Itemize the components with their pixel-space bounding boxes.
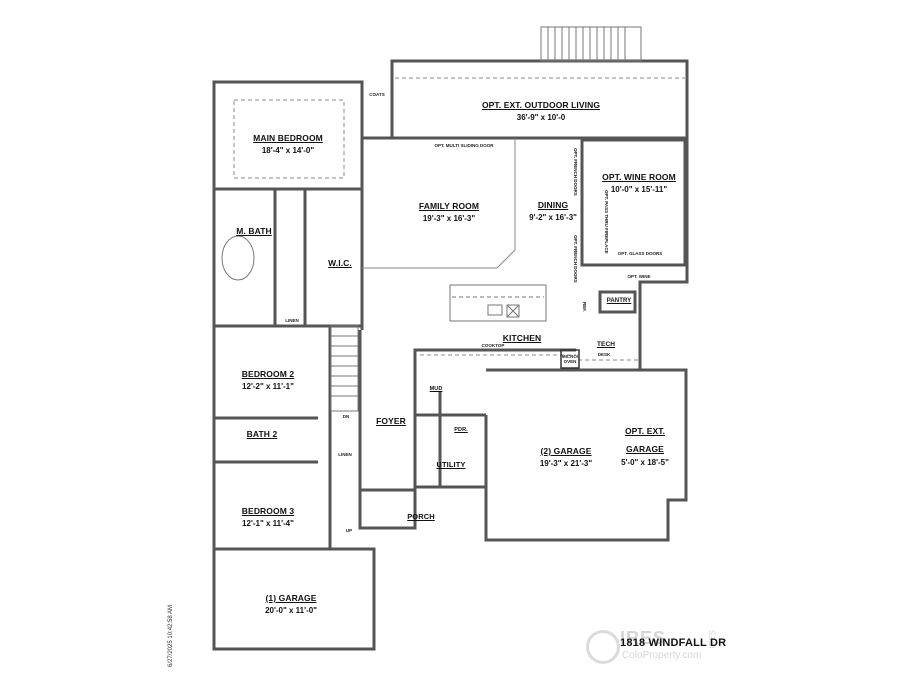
note-glass-doors: OPT. GLASS DOORS xyxy=(617,251,663,256)
room-tech: TECH xyxy=(597,333,615,351)
room-name: OPT. EXT. GARAGE xyxy=(624,426,666,455)
note-linen-hall: LINEN xyxy=(338,452,352,457)
note-cooktop: COOKTOP xyxy=(481,343,505,348)
address-label: 1818 WINDFALL DR xyxy=(620,637,727,649)
room-bath-2: BATH 2 xyxy=(247,424,278,442)
room-dims: 12'-1" x 11'-4" xyxy=(242,519,294,529)
wall-porch xyxy=(358,488,417,530)
room-name: KITCHEN xyxy=(502,333,542,343)
room-wic: W.I.C. xyxy=(328,253,352,271)
room-dims: 5'-0" x 18'-5" xyxy=(621,457,669,467)
note-linen-master: LINEN xyxy=(285,318,299,323)
room-dims: 19'-3" x 16'-3" xyxy=(422,214,476,224)
room-dims: 36'-9" x 10'-0 xyxy=(516,113,566,123)
room-name: PORCH xyxy=(407,512,435,521)
note-sliding-door: OPT. MULTI SLIDING DOOR xyxy=(434,143,494,148)
room-dims: 18'-4" x 14'-0" xyxy=(261,146,315,156)
room-name: BEDROOM 3 xyxy=(241,506,295,516)
note-desk: DESK xyxy=(597,352,611,357)
room-name: MAIN BEDROOM xyxy=(253,133,323,143)
room-name: OPT. WINE ROOM xyxy=(602,172,676,182)
room-name: M. BATH xyxy=(236,226,272,236)
watermark: IRES ColoProperty.com IRES xyxy=(586,628,717,668)
room-name: FAMILY ROOM xyxy=(418,201,480,211)
room-garage-2: (2) GARAGE 19'-3" x 21'-3" xyxy=(540,441,592,469)
room-utility: UTILITY xyxy=(436,454,465,472)
note-fireplace: OPT. PASS THRU FIREPLACE xyxy=(604,190,609,254)
room-bedroom-2: BEDROOM 2 12'-2" x 11'-1" xyxy=(242,364,294,392)
note-french-doors-2: OPT. FRENCH DOORS xyxy=(573,235,578,283)
room-name: (1) GARAGE xyxy=(265,593,317,603)
room-m-bath: M. BATH xyxy=(236,221,271,239)
watermark-logo-icon xyxy=(586,630,620,664)
room-name: BATH 2 xyxy=(246,429,278,439)
room-foyer: FOYER xyxy=(376,411,406,429)
watermark-url: ColoProperty.com xyxy=(622,650,702,661)
room-dims: 9'-2" x 16'-3" xyxy=(529,213,577,223)
room-name: MUD xyxy=(429,386,443,392)
room-porch: PORCH xyxy=(407,506,435,524)
room-name: TECH xyxy=(596,341,616,348)
note-french-doors-1: OPT. FRENCH DOORS xyxy=(573,148,578,196)
room-bedroom-3: BEDROOM 3 12'-1" x 11'-4" xyxy=(242,501,294,529)
room-wine-room: OPT. WINE ROOM 10'-0" x 15'-11" xyxy=(602,167,676,195)
room-name: DINING xyxy=(537,200,569,210)
room-main-bedroom: MAIN BEDROOM 18'-4" x 14'-0" xyxy=(253,128,323,156)
room-name: PDR. xyxy=(454,427,468,433)
watermark-brand: IRES xyxy=(620,628,667,648)
room-pdr: PDR. xyxy=(454,418,468,436)
note-refrigerator: REF. xyxy=(582,302,587,312)
room-outdoor-living: OPT. EXT. OUTDOOR LIVING 36'-9" x 10'-0 xyxy=(482,95,600,123)
room-name: W.I.C. xyxy=(328,258,352,268)
note-wine: OPT. WINE xyxy=(627,274,651,279)
room-name: FOYER xyxy=(376,416,406,426)
room-name: PANTRY xyxy=(606,298,632,304)
room-name: UTILITY xyxy=(436,460,466,469)
room-dims: 20'-0" x 11'-0" xyxy=(265,606,317,616)
wall-garage-1 xyxy=(212,547,376,651)
room-dims: 12'-2" x 11'-1" xyxy=(242,382,294,392)
room-name: (2) GARAGE xyxy=(540,446,592,456)
timestamp: 6/27/2025 10:42:58 AM xyxy=(168,604,174,667)
room-dims: 19'-3" x 21'-3" xyxy=(539,459,593,469)
note-micro-oven: MICRO/ OVEN xyxy=(561,354,579,364)
room-dining: DINING 9'-2" x 16'-3" xyxy=(529,195,577,223)
room-garage-1: (1) GARAGE 20'-0" x 11'-0" xyxy=(265,588,317,616)
room-ext-garage: OPT. EXT. GARAGE 5'-0" x 18'-5" xyxy=(610,421,680,467)
room-pantry: PANTRY xyxy=(607,298,632,305)
room-dims: 10'-0" x 15'-11" xyxy=(610,185,668,195)
note-stair-down: DN xyxy=(342,414,350,419)
room-kitchen: KITCHEN xyxy=(503,328,541,346)
room-name: OPT. EXT. OUTDOOR LIVING xyxy=(481,100,601,110)
room-name: BEDROOM 2 xyxy=(241,369,295,379)
room-mud: MUD xyxy=(430,377,443,395)
note-coats: COATS xyxy=(369,92,385,97)
room-family-room: FAMILY ROOM 19'-3" x 16'-3" xyxy=(419,196,479,224)
wall-wine-room xyxy=(580,138,687,267)
note-stair-up: UP xyxy=(345,528,353,533)
wall-garage-2 xyxy=(484,368,688,542)
